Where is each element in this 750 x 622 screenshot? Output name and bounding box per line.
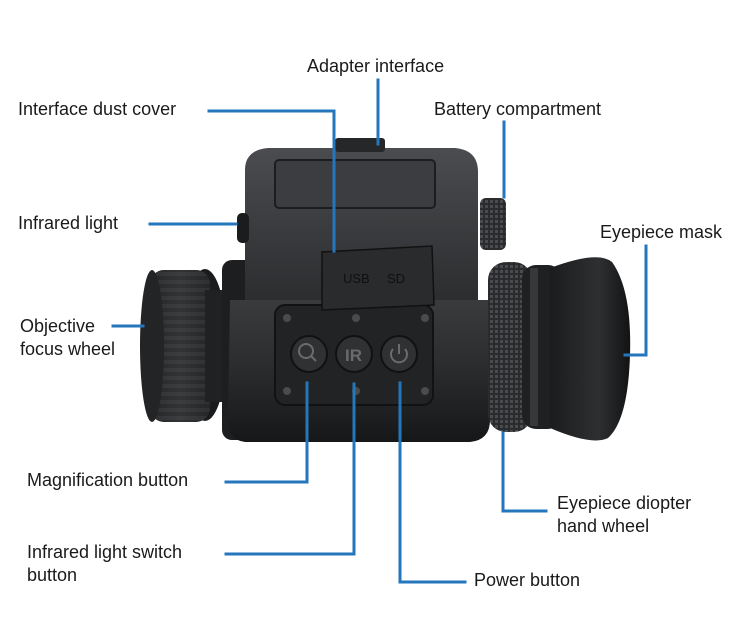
callout-text: Interface dust cover — [18, 99, 177, 119]
callout-infrared-light-switch-button: Infrared light switch button — [27, 541, 182, 587]
callout-objective-focus-wheel: Objective focus wheel — [20, 315, 115, 361]
leader-infrared-light-switch-button — [224, 382, 356, 556]
leader-interface-dust-cover — [207, 109, 336, 253]
callout-text: Infrared light switch — [27, 542, 183, 562]
callout-text: Battery compartment — [434, 99, 602, 119]
callout-eyepiece-mask: Eyepiece mask — [600, 221, 722, 244]
sd-port-label: SD — [387, 271, 405, 286]
callout-text: Infrared light — [18, 213, 119, 233]
callout-text: button — [27, 565, 78, 585]
callout-text: Power button — [474, 570, 581, 590]
leader-eyepiece-mask — [623, 244, 648, 357]
callout-infrared-light: Infrared light — [18, 212, 118, 235]
leader-eyepiece-diopter-hand-wheel — [501, 431, 548, 513]
callout-text: Eyepiece diopter — [557, 493, 692, 513]
battery-cap-shape — [480, 198, 506, 250]
main-body-shape — [222, 138, 490, 442]
callout-text: Magnification button — [27, 470, 189, 490]
ir-button-glyph: IR — [345, 346, 362, 365]
callout-text: Eyepiece mask — [600, 222, 723, 242]
callout-magnification-button: Magnification button — [27, 469, 188, 492]
callout-adapter-interface: Adapter interface — [307, 55, 444, 78]
callout-power-button: Power button — [474, 569, 580, 592]
objective-focus-wheel-shape — [140, 269, 230, 422]
leader-power-button — [398, 381, 467, 584]
callout-interface-dust-cover: Interface dust cover — [18, 98, 176, 121]
callout-battery-compartment: Battery compartment — [434, 98, 601, 121]
leader-magnification-button — [224, 381, 309, 484]
callout-eyepiece-diopter-hand-wheel: Eyepiece diopter hand wheel — [557, 492, 691, 538]
callout-text: focus wheel — [20, 339, 116, 359]
leader-lines — [111, 78, 648, 584]
callout-text: Adapter interface — [307, 56, 445, 76]
eyepiece-mask-shape — [550, 257, 631, 441]
callout-text: Objective — [20, 316, 96, 336]
callout-text: hand wheel — [557, 516, 650, 536]
usb-port-label: USB — [343, 271, 370, 286]
